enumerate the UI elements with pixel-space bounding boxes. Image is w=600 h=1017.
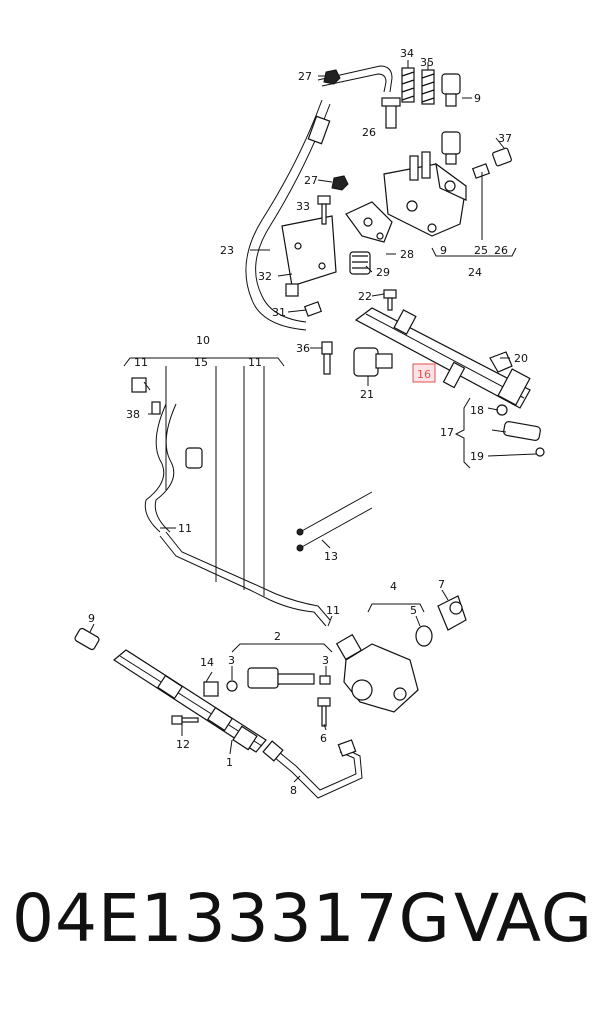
callout-6: 6 xyxy=(320,732,327,745)
brand-name: VAG xyxy=(454,880,594,957)
callout-2: 2 xyxy=(274,630,281,643)
bolt-26-top xyxy=(381,97,401,129)
callout-38: 38 xyxy=(126,408,140,421)
cable-ties-13 xyxy=(296,491,373,552)
callout-21: 21 xyxy=(360,388,374,401)
callout-32: 32 xyxy=(258,270,272,283)
plug-9-lower xyxy=(441,131,461,165)
pressure-sensor-21 xyxy=(353,347,393,377)
callout-23: 23 xyxy=(220,244,234,257)
callout-11: 11 xyxy=(248,356,262,369)
leader-lines xyxy=(89,60,537,783)
callout-18: 18 xyxy=(470,404,484,417)
callout-16: 16 xyxy=(417,368,431,381)
nut-27-upper xyxy=(323,69,341,85)
fuel-rail-1 xyxy=(112,649,267,753)
callout-9: 9 xyxy=(474,92,481,105)
connector-35 xyxy=(421,69,435,105)
callout-29: 29 xyxy=(376,266,390,279)
bolt-22 xyxy=(383,289,397,311)
bolt-31 xyxy=(303,301,323,317)
fitting-36 xyxy=(321,341,333,375)
caption-footer: 04E133317G VAG xyxy=(0,880,600,990)
callout-13: 13 xyxy=(324,550,338,563)
callout-14: 14 xyxy=(200,656,214,669)
callout-31: 31 xyxy=(272,306,286,319)
sensor-9-top xyxy=(441,73,472,107)
injector-17 xyxy=(496,404,545,457)
callout-8: 8 xyxy=(290,784,297,797)
callout-3: 3 xyxy=(322,654,329,667)
pressure-pipe-8 xyxy=(262,739,363,799)
callout-36: 36 xyxy=(296,342,310,355)
callout-11: 11 xyxy=(178,522,192,535)
callout-5: 5 xyxy=(410,604,417,617)
callout-24: 24 xyxy=(468,266,482,279)
callout-37: 37 xyxy=(498,132,512,145)
bracket-32 xyxy=(281,215,337,297)
callout-17: 17 xyxy=(440,426,454,439)
bolt-37 xyxy=(471,147,512,179)
callout-11: 11 xyxy=(326,604,340,617)
callout-20: 20 xyxy=(514,352,528,365)
callout-22: 22 xyxy=(358,290,372,303)
highlight-box-16 xyxy=(412,363,436,383)
callout-28: 28 xyxy=(400,248,414,261)
callout-10: 10 xyxy=(196,334,210,347)
callout-25: 25 xyxy=(474,244,488,257)
sensor-9-lower xyxy=(74,627,100,651)
pressure-regulator-block xyxy=(383,151,467,237)
callout-19: 19 xyxy=(470,450,484,463)
bracket-28 xyxy=(345,201,393,243)
callout-12: 12 xyxy=(176,738,190,751)
callout-26: 26 xyxy=(494,244,508,257)
callout-7: 7 xyxy=(438,578,445,591)
callout-27: 27 xyxy=(304,174,318,187)
nut-27-lower xyxy=(331,175,349,191)
callout-33: 33 xyxy=(296,200,310,213)
callout-27: 27 xyxy=(298,70,312,83)
hose-10 xyxy=(131,377,331,627)
callout-35: 35 xyxy=(420,56,434,69)
injector-2 xyxy=(203,667,331,697)
fuel-rail-16 xyxy=(354,307,531,409)
fuel-return-line-23 xyxy=(245,65,393,331)
callout-11: 11 xyxy=(134,356,148,369)
callout-26: 26 xyxy=(362,126,376,139)
bolt-6 xyxy=(317,697,331,727)
part-number: 04E133317G xyxy=(12,880,451,957)
tappet-7 xyxy=(437,595,467,631)
callout-3: 3 xyxy=(228,654,235,667)
clip-20 xyxy=(489,351,513,373)
exploded-parts-diagram: 27 34 35 9 26 37 27 33 23 9 25 26 28 24 … xyxy=(74,47,545,799)
callout-9: 9 xyxy=(88,612,95,625)
bolt-12 xyxy=(171,715,199,725)
callout-labels: 27 34 35 9 26 37 27 33 23 9 25 26 28 24 … xyxy=(88,47,528,797)
callout-9: 9 xyxy=(440,244,447,257)
callout-34: 34 xyxy=(400,47,414,60)
bolt-33 xyxy=(317,195,331,225)
callout-15: 15 xyxy=(194,356,208,369)
callout-4: 4 xyxy=(390,580,397,593)
callout-1: 1 xyxy=(226,756,233,769)
nut-29 xyxy=(349,251,371,275)
connector-34 xyxy=(401,67,415,103)
seal-5 xyxy=(415,625,433,647)
high-pressure-pump-4 xyxy=(335,633,419,713)
